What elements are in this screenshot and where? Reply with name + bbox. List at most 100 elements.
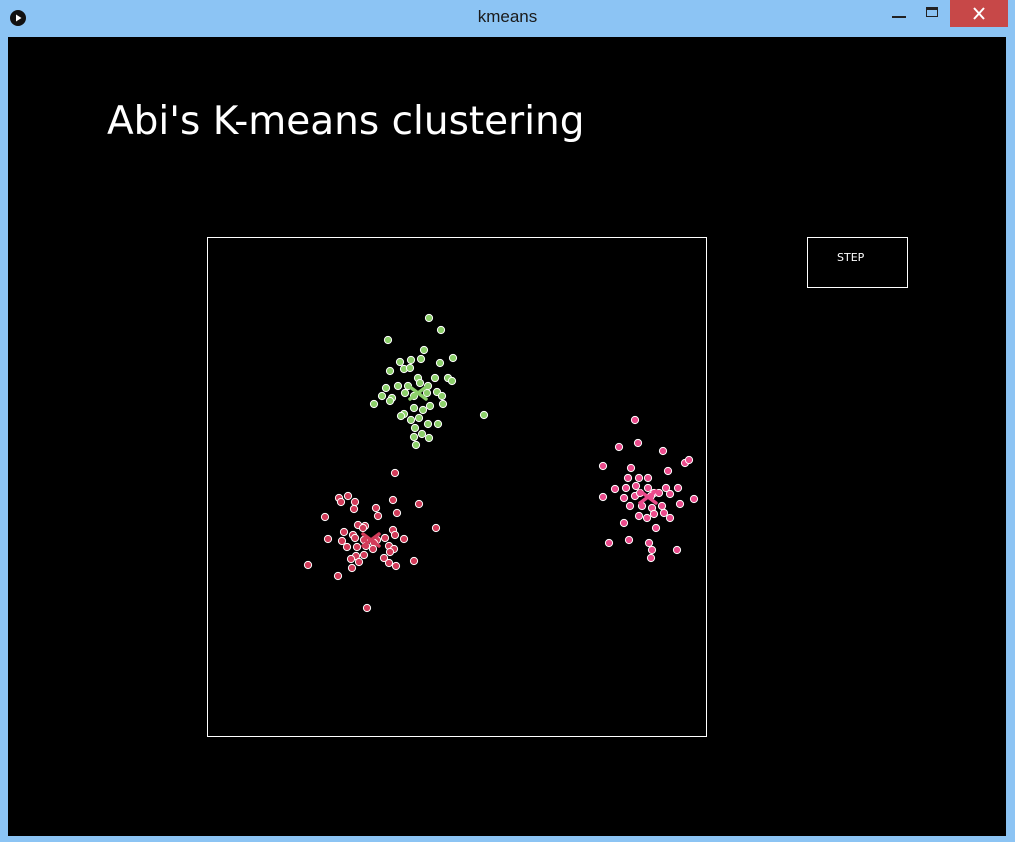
data-point-cluster-2 [380,533,390,543]
data-point-cluster-2 [414,499,424,509]
data-point-cluster-3 [643,473,653,483]
data-point-cluster-2 [347,563,357,573]
data-point-cluster-1 [417,429,427,439]
close-button[interactable] [950,0,1008,27]
data-point-cluster-2 [342,542,352,552]
data-point-cluster-1 [433,419,443,429]
data-point-cluster-3 [647,545,657,555]
minimize-icon [892,16,906,18]
data-point-cluster-1 [385,366,395,376]
data-point-cluster-3 [663,466,673,476]
data-point-cluster-3 [598,492,608,502]
data-point-cluster-2 [368,544,378,554]
data-point-cluster-1 [479,410,489,420]
data-point-cluster-3 [598,461,608,471]
data-point-cluster-2 [359,550,369,560]
data-point-cluster-3 [643,483,653,493]
data-point-cluster-1 [415,378,425,388]
data-point-cluster-1 [409,432,419,442]
data-point-cluster-2 [354,557,364,567]
data-point-cluster-3 [651,523,661,533]
data-point-cluster-3 [634,473,644,483]
centroid-marker-cluster-1 [408,385,428,401]
data-point-cluster-1 [377,391,387,401]
step-button[interactable]: STEP [807,237,908,288]
data-point-cluster-1 [406,355,416,365]
data-point-cluster-1 [430,373,440,383]
data-point-cluster-3 [658,446,668,456]
data-point-cluster-3 [672,545,682,555]
data-point-cluster-3 [661,483,671,493]
minimize-button[interactable] [884,0,914,27]
data-point-cluster-2 [337,536,347,546]
data-point-cluster-3 [649,509,659,519]
data-point-cluster-2 [349,504,359,514]
data-point-cluster-1 [381,383,391,393]
data-point-cluster-3 [657,501,667,511]
data-point-cluster-2 [388,495,398,505]
data-point-cluster-2 [384,558,394,568]
data-point-cluster-3 [646,553,656,563]
data-point-cluster-3 [619,518,629,528]
data-point-cluster-3 [665,513,675,523]
data-point-cluster-2 [352,542,362,552]
data-point-cluster-2 [343,491,353,501]
data-point-cluster-1 [414,413,424,423]
data-point-cluster-1 [438,399,448,409]
data-point-cluster-2 [431,523,441,533]
data-point-cluster-2 [392,508,402,518]
window-title: kmeans [477,7,538,26]
data-point-cluster-2 [323,534,333,544]
data-point-cluster-1 [419,345,429,355]
data-point-cluster-3 [610,484,620,494]
data-point-cluster-1 [447,376,457,386]
data-point-cluster-3 [626,463,636,473]
maximize-button[interactable] [918,0,948,27]
data-point-cluster-3 [634,511,644,521]
data-point-cluster-3 [630,415,640,425]
data-point-cluster-1 [385,396,395,406]
play-circle-icon[interactable] [10,10,26,26]
data-point-cluster-2 [391,561,401,571]
data-point-cluster-3 [689,494,699,504]
data-point-cluster-1 [423,419,433,429]
data-point-cluster-1 [448,353,458,363]
data-point-cluster-3 [619,493,629,503]
data-point-cluster-3 [675,499,685,509]
data-point-cluster-1 [406,415,416,425]
data-point-cluster-3 [614,442,624,452]
data-point-cluster-3 [673,483,683,493]
data-point-cluster-2 [346,554,356,564]
data-point-cluster-2 [339,527,349,537]
data-point-cluster-2 [399,534,409,544]
data-point-cluster-3 [623,473,633,483]
data-point-cluster-2 [320,512,330,522]
data-point-cluster-3 [621,483,631,493]
data-point-cluster-3 [642,513,652,523]
window-titlebar[interactable]: kmeans [0,0,1015,36]
data-point-cluster-3 [633,438,643,448]
data-point-cluster-2 [362,603,372,613]
data-point-cluster-1 [422,388,432,398]
data-point-cluster-1 [400,388,410,398]
data-point-cluster-2 [350,497,360,507]
data-point-cluster-1 [409,403,419,413]
data-point-cluster-2 [333,571,343,581]
centroid-marker-cluster-3 [638,489,658,505]
data-point-cluster-1 [410,423,420,433]
close-icon [973,7,985,20]
data-point-cluster-2 [379,553,389,563]
data-point-cluster-2 [303,560,313,570]
data-point-cluster-2 [385,547,395,557]
data-point-cluster-2 [371,503,381,513]
sketch-canvas: Abi's K-means clustering STEP [8,37,1006,836]
data-point-cluster-2 [336,497,346,507]
data-point-cluster-2 [350,533,360,543]
scatter-plot-svg [303,313,699,613]
data-point-cluster-2 [373,511,383,521]
data-point-cluster-1 [436,325,446,335]
data-point-cluster-1 [424,433,434,443]
data-point-cluster-1 [405,363,415,373]
page-title: Abi's K-means clustering [107,99,585,144]
data-point-cluster-1 [369,399,379,409]
